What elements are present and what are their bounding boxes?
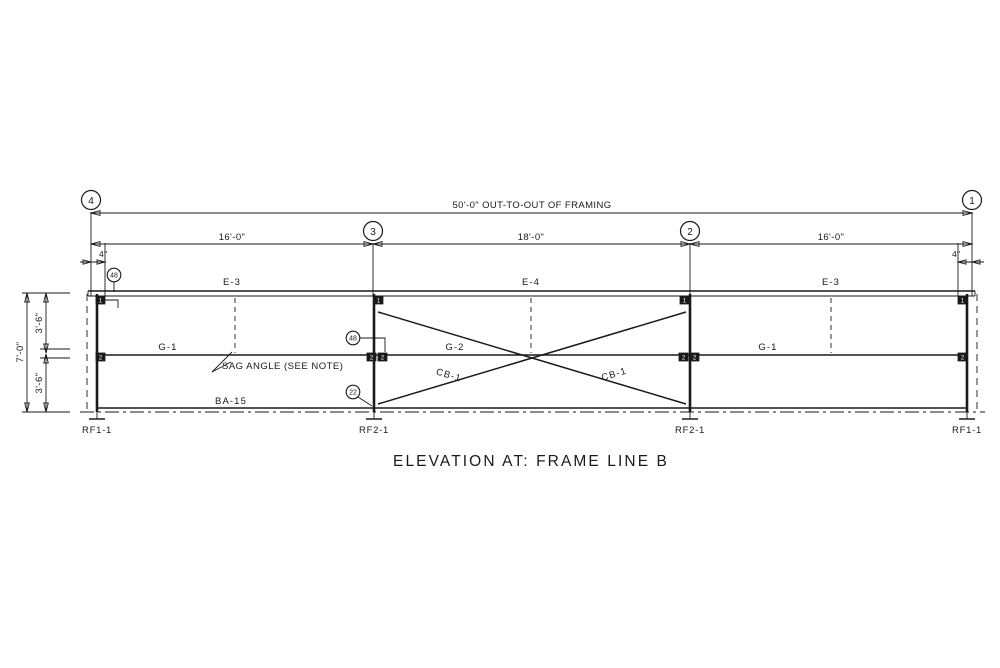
detail-bubble-circle — [106, 267, 122, 283]
connection-tag: 2 — [370, 356, 374, 362]
vertical-dimension-overall: 7'-0" — [15, 342, 26, 363]
grid-bubble-circle — [362, 220, 384, 242]
offset-dimension-label-right: 4" — [952, 249, 960, 259]
sag-rod-lines — [234, 298, 832, 353]
connection-tag: 2 — [682, 356, 686, 362]
overall-dimension-label: 50'-0" OUT-TO-OUT OF FRAMING — [452, 200, 611, 211]
detail-bubble-label: 48 — [349, 336, 357, 343]
vertical-dimension-lower: 3'-6" — [34, 373, 45, 394]
detail-bubble-eave-left[interactable]: 48 — [106, 267, 122, 292]
grid-bubble-label: 4 — [88, 196, 94, 207]
grid-bubble-circle — [80, 189, 102, 211]
footing-symbol-grid-3 — [366, 408, 382, 420]
connection-tag: 1 — [377, 299, 381, 305]
grid-bubble-2[interactable]: 2 — [679, 220, 701, 242]
base-angle-line — [80, 407, 985, 413]
connection-tag: 1 — [961, 299, 965, 305]
cross-bracing — [377, 311, 687, 405]
grid-bubble-label: 2 — [687, 227, 693, 238]
detail-bubble-girt[interactable]: 48 — [345, 330, 386, 352]
grid-bubble-circle — [679, 220, 701, 242]
grid-extension-lines — [90, 212, 973, 296]
bay-dimension-label-left: 16'-0" — [219, 232, 246, 243]
girt-label-right: G-1 — [758, 342, 777, 353]
bay-dimension-line — [89, 241, 974, 247]
sag-angle-note: SAG ANGLE (SEE NOTE) — [222, 361, 343, 372]
columns — [95, 294, 969, 412]
brace-label-right: CB-1 — [600, 366, 628, 384]
bay-dimension-label-center: 18'-0" — [518, 232, 545, 243]
offset-dimension-left — [80, 259, 107, 265]
detail-bubble-circle — [345, 330, 361, 346]
base-angle-label: BA-15 — [215, 396, 247, 407]
connection-tag-group: 1 2 1 2 2 1 2 2 1 2 — [95, 295, 968, 362]
connection-tag: 2 — [99, 356, 103, 362]
overall-dimension-line — [89, 210, 974, 216]
grid-bubble-circle — [961, 189, 983, 211]
footing-label-grid-2: RF2-1 — [675, 425, 705, 436]
grid-bubble-1[interactable]: 1 — [961, 189, 983, 211]
detail-bubble-base[interactable]: 22 — [345, 384, 373, 407]
brace-label-left: CB-1 — [435, 367, 463, 385]
detail-bubble-label: 22 — [349, 390, 357, 397]
eave-label-right: E-3 — [822, 277, 840, 288]
footing-label-grid-1: RF1-1 — [952, 425, 982, 436]
eave-label-center: E-4 — [522, 277, 540, 288]
eave-line — [87, 290, 976, 297]
detail-bubble-label: 48 — [110, 273, 118, 280]
offset-dimension-right — [956, 259, 984, 265]
connection-tag: 2 — [961, 356, 965, 362]
grid-bubble-3[interactable]: 3 — [362, 220, 384, 242]
detail-bubble-circle — [345, 384, 361, 400]
girt-label-center: G-2 — [445, 342, 464, 353]
eave-label-left: E-3 — [223, 277, 241, 288]
grid-bubble-4[interactable]: 4 — [80, 189, 102, 211]
drawing-title: ELEVATION AT: FRAME LINE B — [393, 453, 669, 470]
sag-angle-leader — [211, 351, 233, 373]
footing-symbol-grid-1 — [959, 408, 975, 420]
vertical-dimension-lines — [22, 292, 70, 413]
connection-tag: 2 — [381, 356, 385, 362]
footing-symbol-grid-2 — [682, 408, 698, 420]
offset-dimension-label-left: 4" — [99, 249, 107, 259]
grid-bubble-label: 1 — [969, 196, 975, 207]
girt-label-left: G-1 — [158, 342, 177, 353]
connection-tag: 1 — [99, 299, 103, 305]
endwall-dashed-outline — [86, 294, 978, 414]
footing-label-grid-3: RF2-1 — [359, 425, 389, 436]
footing-symbol-grid-4 — [89, 408, 105, 420]
connection-tag: 1 — [683, 299, 687, 305]
connection-tag: 2 — [693, 356, 697, 362]
footing-label-grid-4: RF1-1 — [82, 425, 112, 436]
brace-cb1-down — [377, 311, 687, 405]
grid-bubble-label: 3 — [370, 227, 376, 238]
vertical-dimension-upper: 3'-6" — [34, 313, 45, 334]
bay-dimension-label-right: 16'-0" — [818, 232, 845, 243]
